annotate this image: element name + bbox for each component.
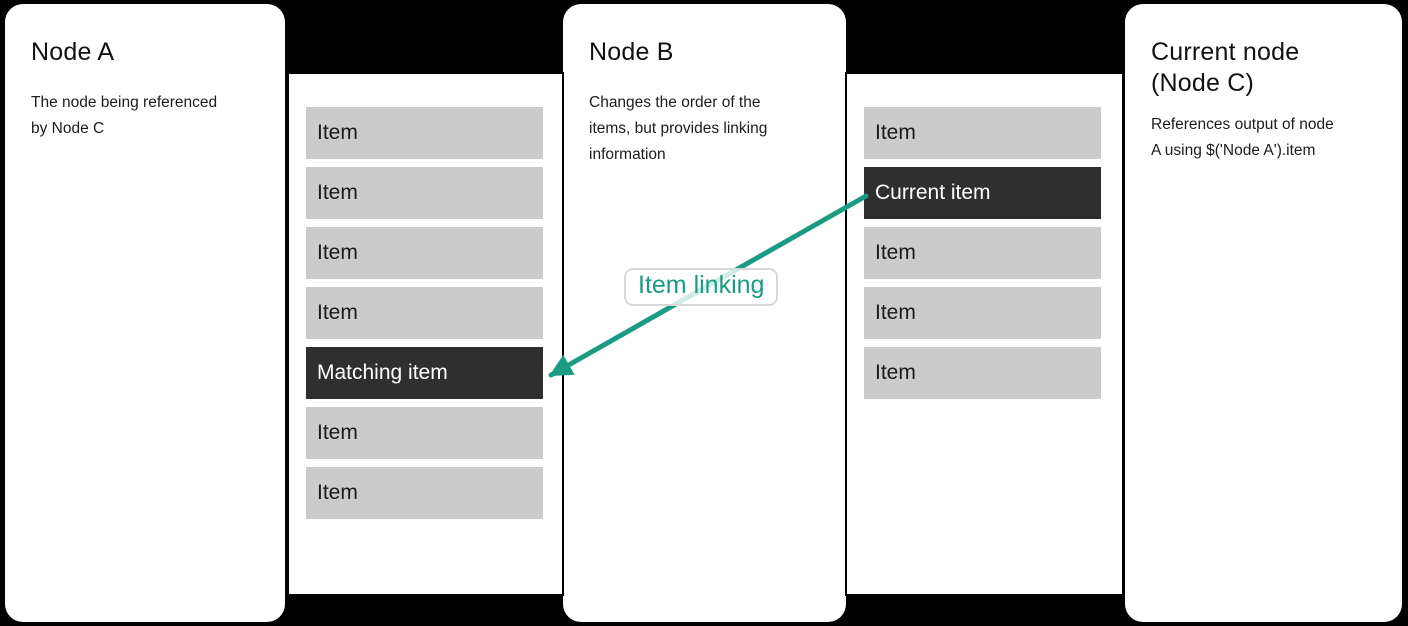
node-c-items-panel: Item Current item Item Item Item: [845, 72, 1124, 596]
list-item: Item: [864, 107, 1101, 159]
node-b-description: Changes the order of the items, but prov…: [589, 90, 824, 168]
title-line: (Node C): [1151, 69, 1255, 97]
card-node-b: Node B Changes the order of the items, b…: [563, 4, 846, 622]
description-line: A using $('Node A').item: [1151, 142, 1316, 159]
node-c-description: References output of node A using $('Nod…: [1151, 112, 1380, 164]
list-item: Item: [306, 107, 543, 159]
node-a-items-panel: Item Item Item Item Matching item Item I…: [287, 72, 564, 596]
description-line: items, but provides linking: [589, 120, 768, 137]
list-item: Item: [306, 467, 543, 519]
title-line: Current node: [1151, 38, 1300, 66]
card-node-c: Current node (Node C) References output o…: [1125, 4, 1402, 622]
description-line: References output of node: [1151, 116, 1334, 133]
description-line: The node being referenced: [31, 94, 218, 111]
description-line: by Node C: [31, 120, 105, 137]
node-b-title: Node B: [589, 38, 674, 66]
list-item: Item: [864, 347, 1101, 399]
card-node-a: Node A The node being referenced by Node…: [5, 4, 285, 622]
node-a-title: Node A: [31, 38, 115, 66]
description-line: Changes the order of the: [589, 94, 761, 111]
node-a-description: The node being referenced by Node C: [31, 90, 263, 142]
item-linking-label: Item linking: [624, 268, 779, 306]
list-item-current: Current item: [864, 167, 1101, 219]
node-c-title: Current node (Node C): [1151, 37, 1380, 99]
list-item: Item: [306, 287, 543, 339]
list-item: Item: [306, 167, 543, 219]
list-item: Item: [864, 287, 1101, 339]
list-item-matching: Matching item: [306, 347, 543, 399]
list-item: Item: [306, 407, 543, 459]
list-item: Item: [306, 227, 543, 279]
list-item: Item: [864, 227, 1101, 279]
description-line: information: [589, 146, 666, 163]
